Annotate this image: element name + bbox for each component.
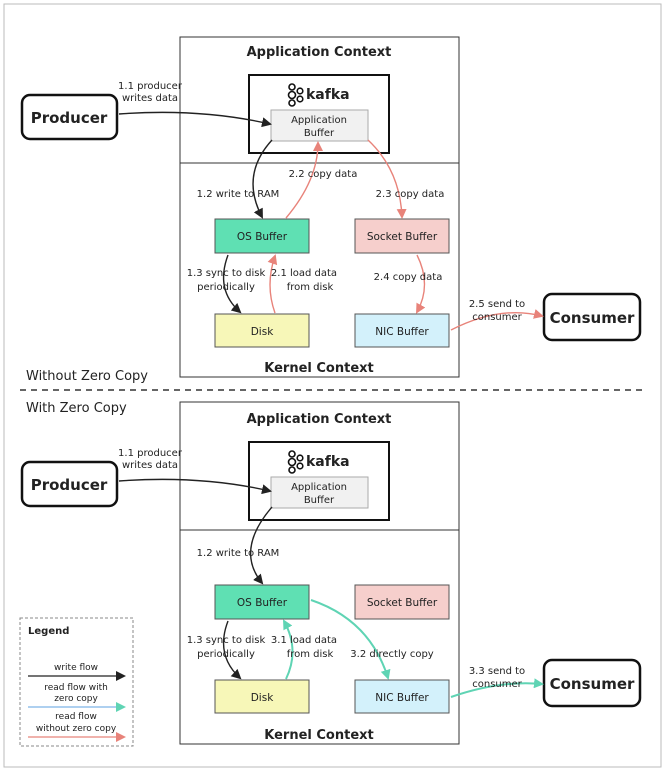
top-step-1-3-line2: periodically [197, 282, 255, 293]
top-nic-buffer-label: NIC Buffer [375, 326, 429, 338]
top-consumer-box [542, 292, 642, 342]
bottom-app-context-title: Application Context [247, 412, 392, 427]
top-consumer-label: Consumer [550, 309, 635, 327]
bottom-producer-box [20, 460, 119, 508]
bottom-step-3-3-line2: consumer [472, 679, 522, 690]
bottom-step-3-2: 3.2 directly copy [350, 649, 434, 660]
legend-write-flow-label: write flow [54, 663, 98, 673]
top-section: Application Context Kernel Context kafka… [20, 36, 642, 384]
bottom-producer-label: Producer [31, 476, 108, 494]
top-step-1-2: 1.2 write to RAM [197, 189, 280, 200]
bottom-kafka-label: kafka [306, 454, 350, 470]
top-producer-box [20, 93, 119, 141]
bottom-arrow-3-2 [310, 599, 391, 680]
top-step-1-1-line2: writes data [122, 93, 178, 104]
bottom-nic-buffer [354, 679, 450, 714]
bottom-step-1-3-line1: 1.3 sync to disk [187, 635, 266, 646]
bottom-socket-buffer [354, 584, 450, 620]
bottom-app-buffer-line1: Application [291, 482, 347, 493]
top-step-2-1-line2: from disk [287, 282, 334, 293]
bottom-step-3-1-line2: from disk [287, 649, 334, 660]
top-step-1-1-line1: 1.1 producer [118, 81, 183, 92]
legend-read-nozero-line2: without zero copy [36, 724, 117, 734]
top-os-buffer [214, 218, 310, 254]
top-disk [214, 313, 310, 348]
bottom-step-3-1-line1: 3.1 load data [271, 635, 337, 646]
bottom-kafka-logo-icon [287, 450, 304, 474]
top-arrow-2-1 [267, 254, 278, 314]
top-kernel-context-title: Kernel Context [264, 361, 373, 376]
bottom-nic-buffer-label: NIC Buffer [375, 692, 429, 704]
bottom-os-buffer-label: OS Buffer [237, 597, 288, 609]
bottom-arrow-3-3 [450, 678, 544, 698]
bottom-os-buffer [214, 584, 310, 620]
bottom-app-buffer [270, 476, 369, 509]
top-socket-buffer [354, 218, 450, 254]
top-step-2-3: 2.3 copy data [376, 189, 445, 200]
bottom-step-1-3-line2: periodically [197, 649, 255, 660]
legend-read-zero-line1: read flow with [44, 683, 108, 693]
top-arrow-2-2 [285, 141, 323, 219]
top-app-buffer [270, 109, 369, 142]
outer-frame [3, 3, 662, 768]
top-arrow-2-3 [367, 139, 407, 219]
top-producer-label: Producer [31, 109, 108, 127]
bottom-consumer-box [542, 658, 642, 708]
legend-box [19, 617, 134, 747]
top-arrow-1-2 [252, 139, 273, 219]
top-os-buffer-label: OS Buffer [237, 231, 288, 243]
top-step-2-2: 2.2 copy data [289, 169, 358, 180]
top-app-context-title: Application Context [247, 45, 392, 60]
bottom-step-1-2: 1.2 write to RAM [197, 548, 280, 559]
legend-title: Legend [28, 626, 69, 637]
top-app-buffer-line2: Buffer [304, 128, 335, 139]
top-step-1-3-line1: 1.3 sync to disk [187, 268, 266, 279]
top-kafka-label: kafka [306, 87, 350, 103]
bottom-section: With Zero Copy Application Context Kerne… [20, 401, 642, 745]
top-kafka-logo-icon [287, 83, 304, 107]
top-step-2-4: 2.4 copy data [374, 272, 443, 283]
bottom-disk-label: Disk [251, 692, 274, 704]
top-arrow-2-5 [450, 309, 544, 331]
bottom-arrow-1-1 [118, 478, 272, 495]
bottom-arrow-1-2 [249, 506, 273, 585]
bottom-kernel-context-title: Kernel Context [264, 728, 373, 743]
top-step-2-5-line2: consumer [472, 312, 522, 323]
bottom-arrow-3-1 [283, 619, 294, 680]
bottom-step-3-3-line1: 3.3 send to [469, 666, 525, 677]
top-section-label: Without Zero Copy [26, 369, 148, 384]
legend-read-nozero-line1: read flow [55, 712, 97, 722]
legend: Legend write flow read flow with zero co… [19, 617, 134, 747]
top-app-buffer-line1: Application [291, 115, 347, 126]
bottom-step-1-1-line2: writes data [122, 460, 178, 471]
top-nic-buffer [354, 313, 450, 348]
bottom-socket-buffer-label: Socket Buffer [367, 597, 438, 609]
bottom-disk [214, 679, 310, 714]
top-socket-buffer-label: Socket Buffer [367, 231, 438, 243]
top-step-2-5-line1: 2.5 send to [469, 299, 525, 310]
bottom-arrow-1-3 [222, 620, 242, 680]
bottom-consumer-label: Consumer [550, 675, 635, 693]
bottom-app-buffer-line2: Buffer [304, 495, 335, 506]
top-arrow-1-3 [222, 254, 242, 314]
bottom-section-label: With Zero Copy [26, 401, 127, 416]
top-arrow-2-4 [416, 254, 426, 314]
top-arrow-1-1 [118, 111, 272, 128]
top-step-2-1-line1: 2.1 load data [271, 268, 337, 279]
top-disk-label: Disk [251, 326, 274, 338]
legend-read-zero-line2: zero copy [54, 694, 98, 704]
bottom-step-1-1-line1: 1.1 producer [118, 448, 183, 459]
